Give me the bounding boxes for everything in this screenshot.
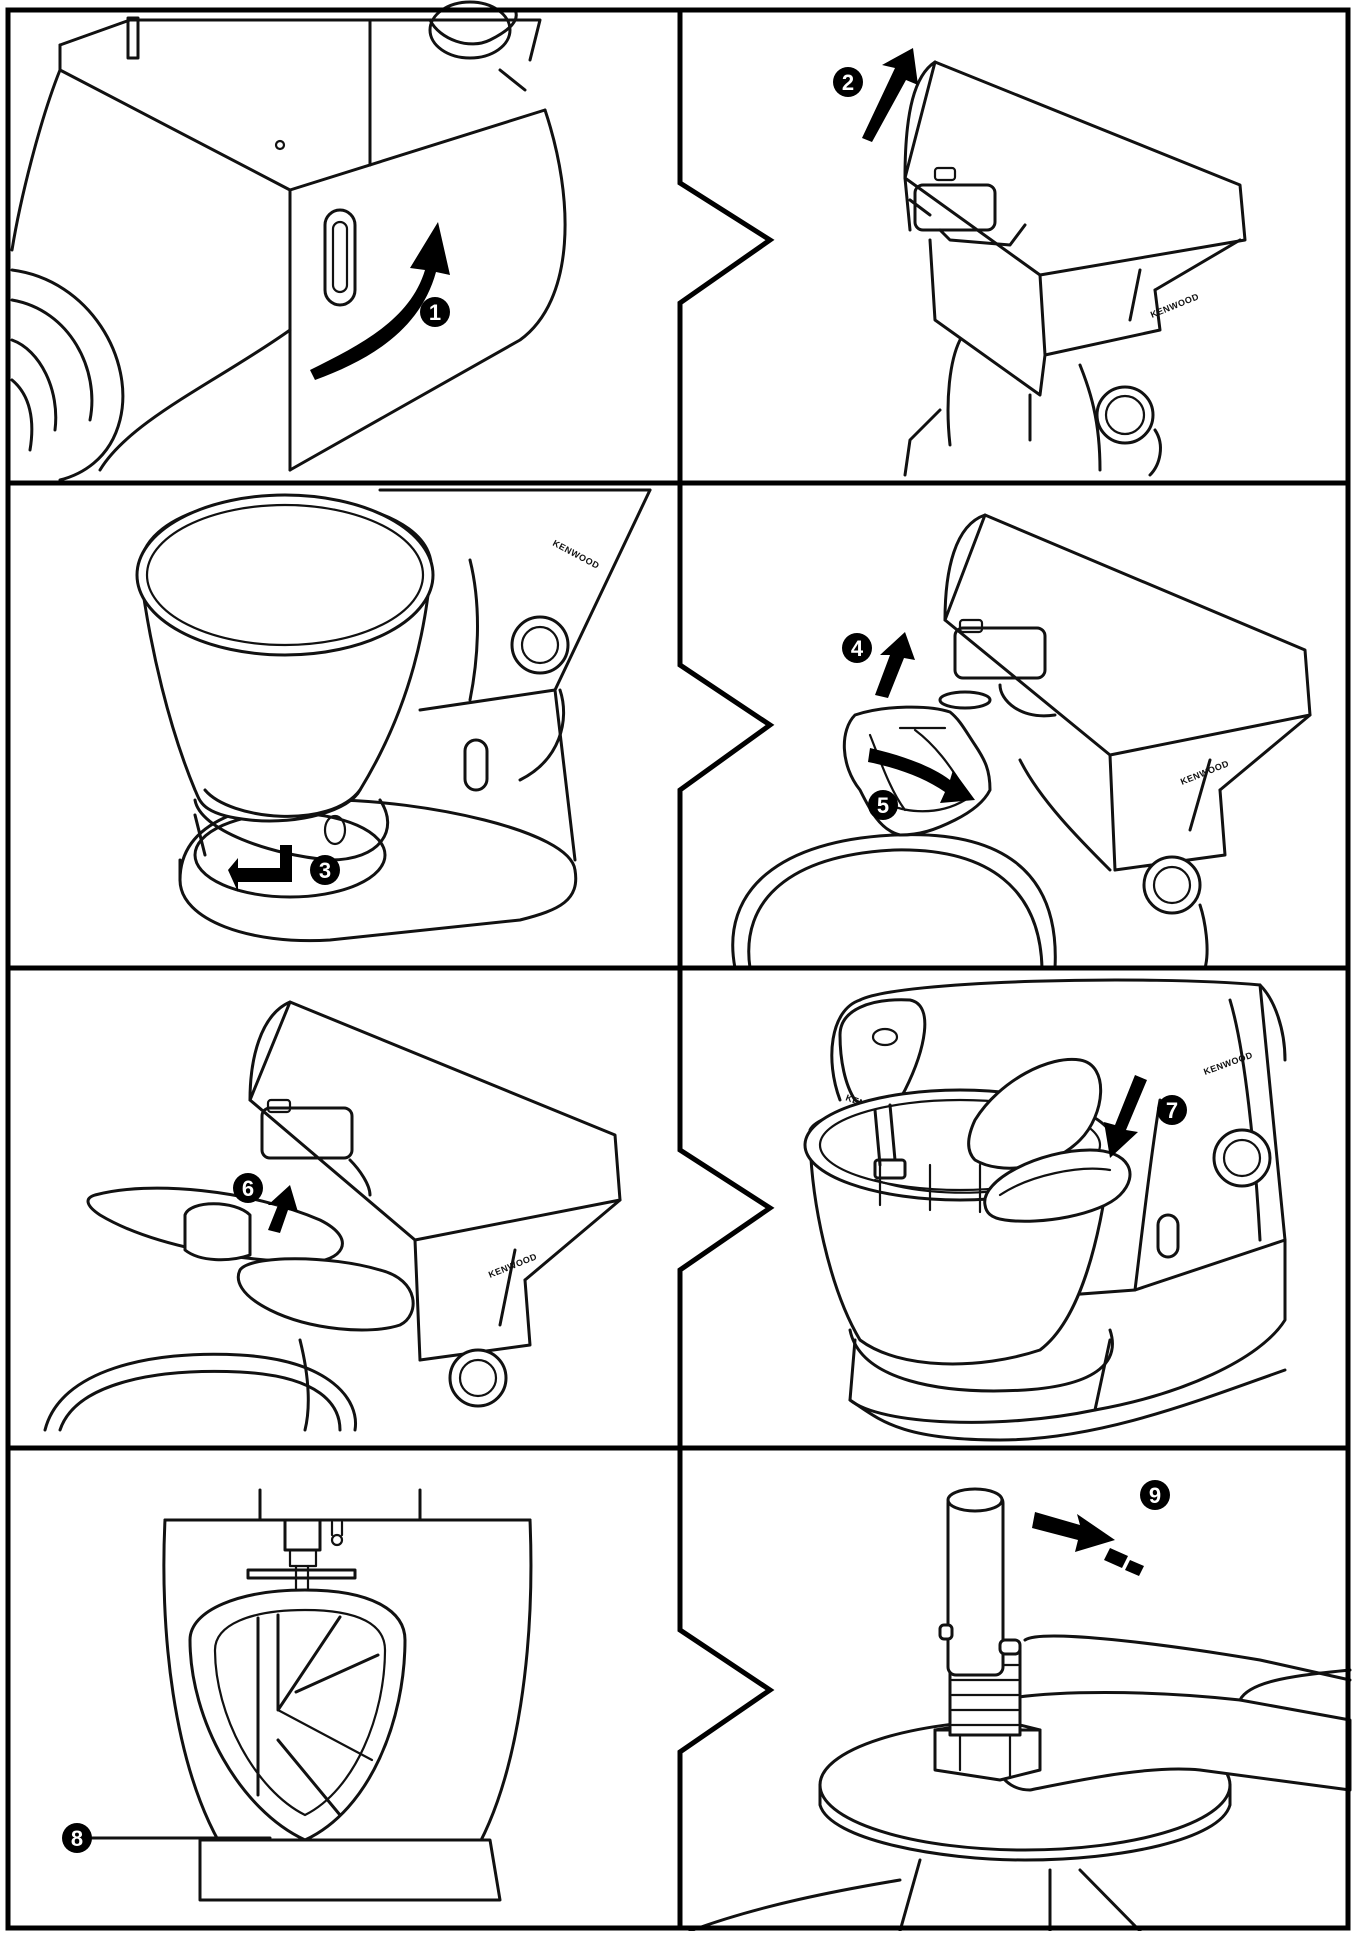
svg-text:1: 1 [429,300,441,325]
up-arrow-icon [268,1185,298,1233]
svg-text:5: 5 [877,793,889,818]
step-badge-5: 5 [868,790,898,820]
down-arrow-icon [1104,1075,1147,1158]
svg-text:4: 4 [851,636,864,661]
up-arrow-icon [862,48,918,142]
step-badge-6: 6 [233,1173,263,1203]
panel-step-1: 1 [10,0,567,482]
svg-text:KENWOOD: KENWOOD [1202,1050,1254,1077]
panel-step-4-5: KENWOOD 4 5 [731,513,1312,970]
motion-dash-icon [1125,1560,1144,1576]
svg-text:KENWOOD: KENWOOD [551,538,601,571]
svg-text:3: 3 [319,858,331,883]
step-badge-8: 8 [62,1823,92,1853]
panel-step-8: 8 [62,1488,533,1902]
panel-step-3: KENWOOD 3 [135,488,652,943]
step-badge-1: 1 [420,297,450,327]
step-badge-9: 9 [1140,1480,1170,1510]
left-arrow-icon [1032,1512,1115,1552]
step-badge-3: 3 [310,855,340,885]
svg-text:8: 8 [71,1826,83,1851]
panel-step-2: KENWOOD 2 [833,48,1247,477]
up-arrow-icon [875,632,915,698]
turn-arrow-icon [868,748,975,803]
step-badge-2: 2 [833,67,863,97]
panel-step-9: 9 [688,1480,1352,1933]
panel-grid-frame [5,7,1351,1931]
panel-step-6: KENWOOD 6 [43,1000,622,1432]
svg-text:6: 6 [242,1176,254,1201]
step-badge-7: 7 [1157,1095,1187,1125]
turn-arrow-icon [228,845,292,892]
curved-arrow-icon [310,222,450,380]
svg-text:2: 2 [842,70,854,95]
step-badge-4: 4 [842,633,872,663]
svg-text:9: 9 [1149,1483,1161,1508]
panel-step-7: KENWOOD KENWOOD 7 [803,978,1287,1442]
motion-dash-icon [1104,1548,1128,1568]
svg-text:7: 7 [1166,1098,1178,1123]
